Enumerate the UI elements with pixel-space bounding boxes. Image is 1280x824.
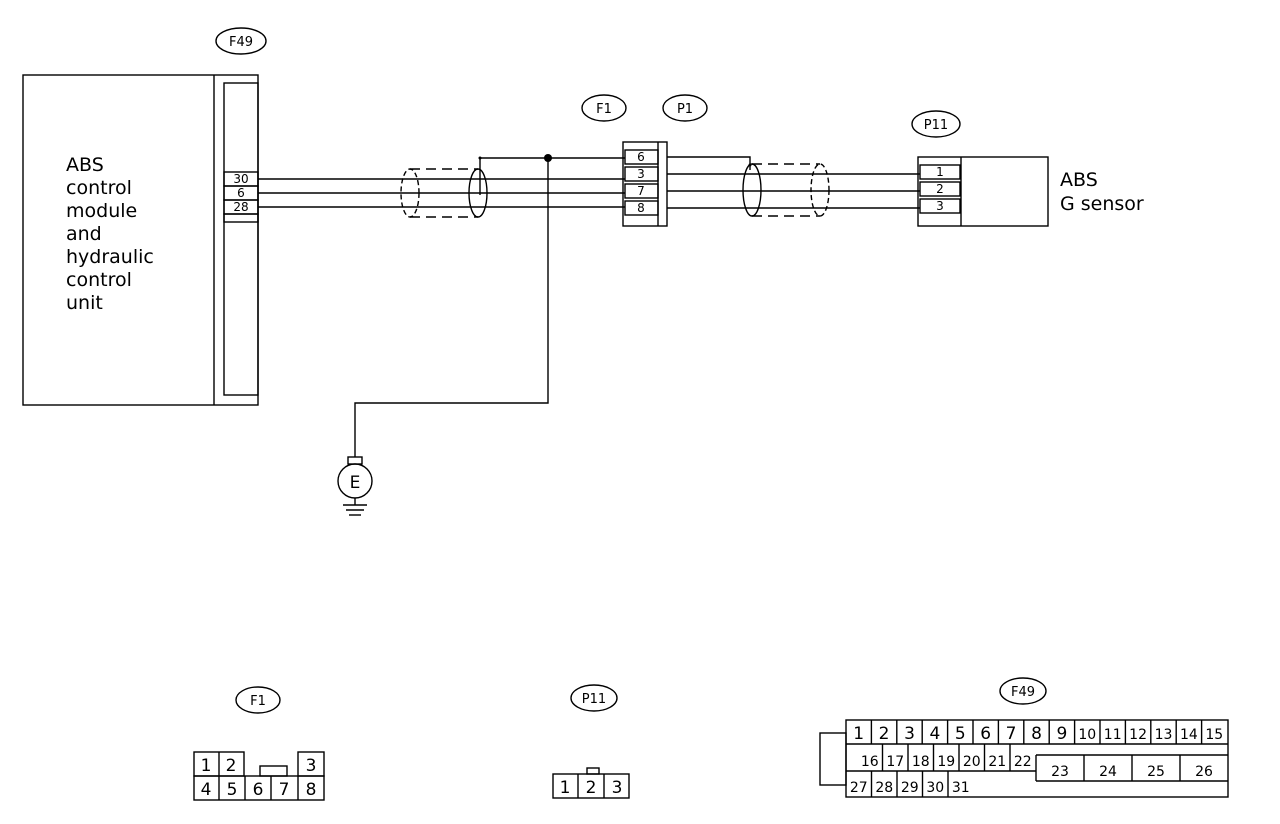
p11-connector-view: P11 1 2 3 (552, 684, 630, 799)
joint-pin-3: 3 (637, 167, 645, 181)
abs-module-label-line-6: control (66, 269, 132, 291)
f49-cell-27: 27 (850, 780, 868, 796)
wire-harness-left (258, 156, 625, 218)
ground-symbol: E (337, 456, 373, 516)
f49-cell-21: 21 (988, 754, 1006, 770)
module-pin-6: 6 (237, 186, 245, 200)
abs-g-sensor: 1 2 3 ABS G sensor (917, 156, 1144, 227)
f49-cell-16: 16 (861, 754, 879, 770)
joint-pin-8: 8 (637, 201, 645, 215)
f49-view-tag: F49 (1011, 685, 1035, 700)
f1-cell-2: 2 (226, 756, 237, 776)
f49-cell-29: 29 (901, 780, 919, 796)
f49-cell-9: 9 (1056, 724, 1067, 744)
module-pin-30: 30 (233, 172, 248, 186)
f49-cell-23: 23 (1051, 764, 1069, 780)
p11-tag-label: P11 (924, 118, 948, 133)
f49-cell-10: 10 (1078, 727, 1096, 743)
f49-cell-1: 1 (853, 724, 864, 744)
p1-tag-label: P1 (677, 102, 693, 117)
f49-cell-2: 2 (879, 724, 890, 744)
f49-cell-20: 20 (963, 754, 981, 770)
f49-cell-22: 22 (1014, 754, 1032, 770)
f1-cell-6: 6 (253, 780, 264, 800)
f49-cell-12: 12 (1129, 727, 1147, 743)
module-pin-28: 28 (233, 200, 248, 214)
f49-cell-18: 18 (912, 754, 930, 770)
f49-cell-8: 8 (1031, 724, 1042, 744)
f49-cell-17: 17 (886, 754, 904, 770)
f1-cell-8: 8 (306, 780, 317, 800)
f1-tag: F1 (581, 94, 627, 122)
g-sensor-label-line-2: G sensor (1060, 193, 1144, 215)
joint-connector: 6 3 7 8 (622, 141, 668, 227)
f49-tag: F49 (215, 27, 267, 55)
p11-cell-3: 3 (612, 778, 623, 798)
f1-cell-5: 5 (227, 780, 238, 800)
f1-connector-view: F1 1 2 3 4 5 6 7 8 (193, 686, 325, 801)
f49-tag-label: F49 (229, 35, 253, 50)
f49-cell-13: 13 (1155, 727, 1173, 743)
f49-cell-28: 28 (875, 780, 893, 796)
sensor-pin-2: 2 (936, 182, 944, 196)
f49-cell-24: 24 (1099, 764, 1117, 780)
sensor-pin-1: 1 (936, 165, 944, 179)
wire-harness-right (667, 156, 920, 217)
f1-cell-1: 1 (201, 756, 212, 776)
p11-cell-1: 1 (560, 778, 571, 798)
f49-cell-11: 11 (1104, 727, 1122, 743)
f49-cell-14: 14 (1180, 727, 1198, 743)
p11-cell-2: 2 (586, 778, 597, 798)
sensor-pin-3: 3 (936, 199, 944, 213)
abs-module-label-line-1: ABS (66, 154, 104, 176)
f49-cell-3: 3 (904, 724, 915, 744)
f1-tag-label: F1 (596, 102, 612, 117)
f1-cell-7: 7 (279, 780, 290, 800)
abs-module-label-line-2: control (66, 177, 132, 199)
f49-cell-25: 25 (1147, 764, 1165, 780)
abs-module-label-line-4: and (66, 223, 102, 245)
ground-label: E (350, 473, 361, 493)
f49-cell-26: 26 (1195, 764, 1213, 780)
abs-module-label-line-7: unit (66, 292, 103, 314)
p1-tag: P1 (662, 94, 708, 122)
f49-cell-15: 15 (1205, 727, 1223, 743)
f49-cell-5: 5 (955, 724, 966, 744)
f1-cell-3: 3 (306, 756, 317, 776)
abs-module-pins: 30 6 28 (223, 171, 259, 223)
f1-cell-4: 4 (201, 780, 212, 800)
f49-cell-4: 4 (929, 724, 940, 744)
abs-module-label-line-3: module (66, 200, 137, 222)
f49-cell-7: 7 (1006, 724, 1017, 744)
abs-module-label-line-5: hydraulic (66, 246, 154, 268)
abs-control-module: ABS control module and hydraulic control… (22, 74, 259, 406)
ground-wire (354, 154, 552, 457)
f49-cell-31: 31 (952, 780, 970, 796)
f1-view-tag: F1 (250, 694, 266, 709)
g-sensor-label-line-1: ABS (1060, 169, 1098, 191)
p11-tag: P11 (911, 110, 961, 138)
p11-view-tag: P11 (582, 692, 606, 707)
joint-pin-7: 7 (637, 184, 645, 198)
f49-cell-19: 19 (937, 754, 955, 770)
joint-pin-6: 6 (637, 150, 645, 164)
f49-cell-6: 6 (980, 724, 991, 744)
f49-cell-30: 30 (926, 780, 944, 796)
